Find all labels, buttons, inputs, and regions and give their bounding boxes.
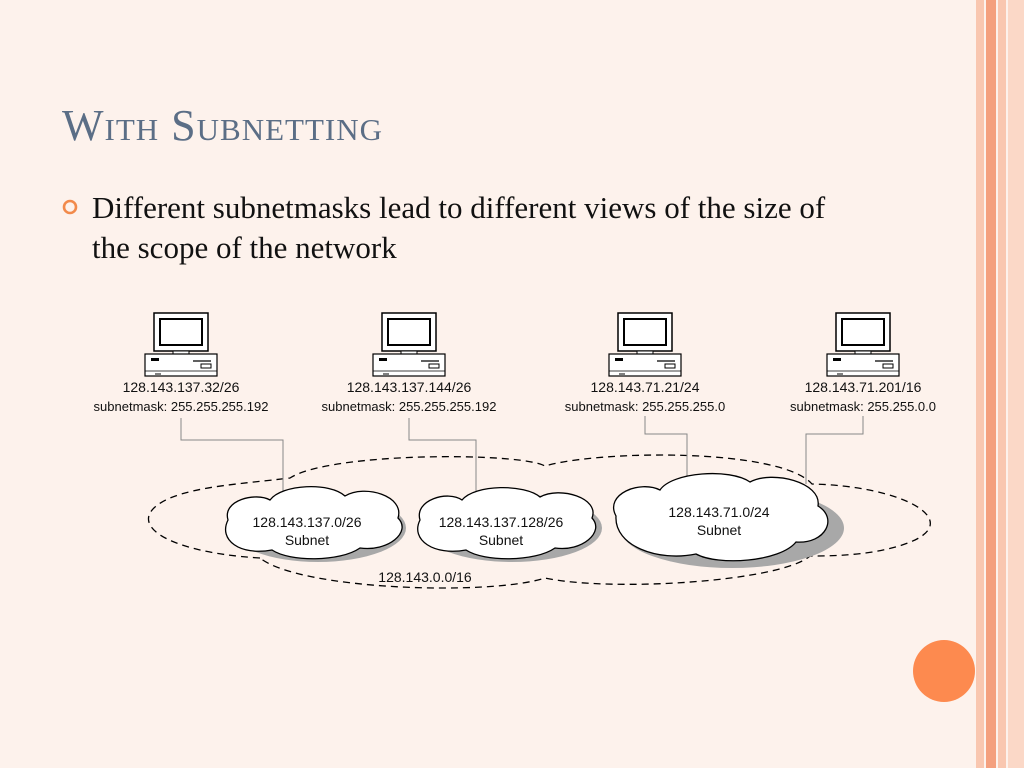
subnet-2-label: Subnet — [479, 532, 523, 548]
desktop-computer-icon — [608, 312, 682, 377]
host-1-ip: 128.143.137.32/26 — [123, 379, 240, 395]
subnet-2-address: 128.143.137.128/26 — [439, 514, 564, 530]
link-host-3 — [644, 416, 688, 483]
decorative-orange-circle — [913, 640, 975, 702]
host-4-mask: subnetmask: 255.255.0.0 — [790, 399, 936, 414]
host-2-mask: subnetmask: 255.255.255.192 — [322, 399, 497, 414]
subnet-3-address: 128.143.71.0/24 — [668, 504, 769, 520]
subnet-1-address: 128.143.137.0/26 — [253, 514, 362, 530]
host-3-mask: subnetmask: 255.255.255.0 — [565, 399, 725, 414]
desktop-computer-icon — [372, 312, 446, 377]
host-3-ip: 128.143.71.21/24 — [591, 379, 700, 395]
subnet-3-label: Subnet — [697, 522, 741, 538]
slide-title: With Subnetting — [62, 101, 384, 150]
decorative-stripes — [976, 0, 1024, 768]
bullet-item: Different subnetmasks lead to different … — [62, 188, 862, 268]
network-boundary — [147, 454, 931, 589]
subnet-cloud-2: 128.143.137.128/26 Subnet — [417, 486, 602, 562]
circle-bullet-icon — [62, 199, 78, 215]
subnet-1-label: Subnet — [285, 532, 329, 548]
subnet-cloud-1: 128.143.137.0/26 Subnet — [225, 486, 406, 562]
host-3: 128.143.71.21/24 subnetmask: 255.255.255… — [565, 312, 725, 414]
host-2: 128.143.137.144/26 subnetmask: 255.255.2… — [322, 312, 497, 414]
host-2-ip: 128.143.137.144/26 — [347, 379, 472, 395]
host-1: 128.143.137.32/26 subnetmask: 255.255.25… — [94, 312, 269, 414]
bullet-text: Different subnetmasks lead to different … — [92, 190, 826, 265]
link-host-1 — [180, 418, 284, 494]
subnet-cloud-3: 128.143.71.0/24 Subnet — [613, 473, 844, 568]
host-1-mask: subnetmask: 255.255.255.192 — [94, 399, 269, 414]
link-host-2 — [408, 418, 477, 494]
link-host-4 — [805, 416, 864, 484]
network-address: 128.143.0.0/16 — [378, 569, 472, 585]
host-4: 128.143.71.201/16 subnetmask: 255.255.0.… — [790, 312, 936, 414]
desktop-computer-icon — [144, 312, 218, 377]
desktop-computer-icon — [826, 312, 900, 377]
host-4-ip: 128.143.71.201/16 — [805, 379, 922, 395]
